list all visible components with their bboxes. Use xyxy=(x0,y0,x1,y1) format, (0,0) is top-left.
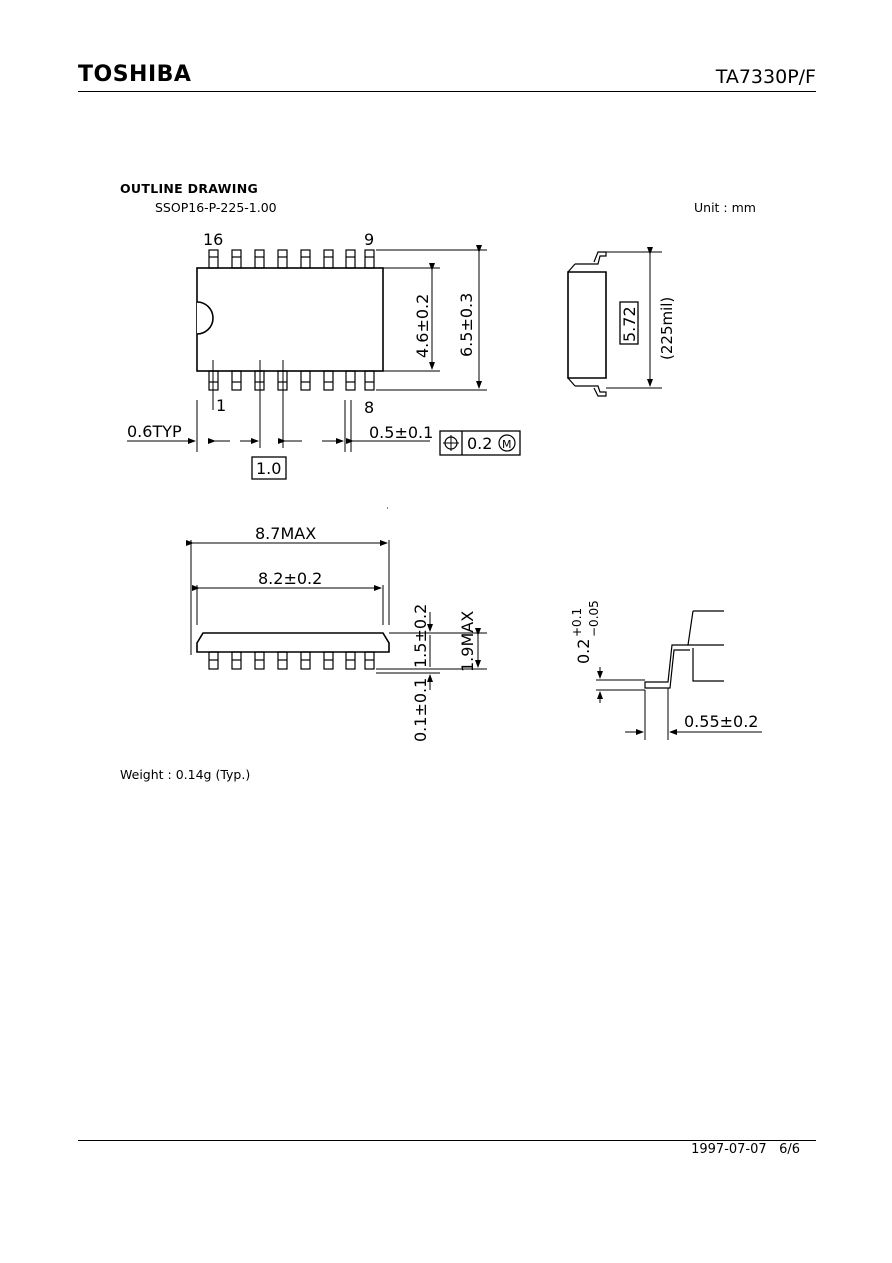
standoff-label: 0.1±0.1 xyxy=(411,678,430,742)
foot-length-label: 0.55±0.2 xyxy=(684,712,758,731)
pin-9-label: 9 xyxy=(364,230,374,249)
lead-width-label: 0.6TYP xyxy=(127,422,182,441)
unit-label: Unit : mm xyxy=(694,200,756,215)
section-title: OUTLINE DRAWING xyxy=(120,181,259,196)
body-length-label: 8.2±0.2 xyxy=(258,569,322,588)
overall-width-label: 6.5±0.3 xyxy=(457,293,476,357)
brand-logo: TOSHIBA xyxy=(78,62,192,87)
pitch-box xyxy=(251,456,287,480)
width-mil-label: (225mil) xyxy=(658,297,676,360)
width-box xyxy=(619,301,639,345)
top-leads xyxy=(208,249,375,269)
footer-date-page: 1997-07-07 6/6 xyxy=(691,1142,800,1157)
pitch-label: 1.0 xyxy=(256,459,281,478)
package-body-top xyxy=(196,267,384,372)
part-number: TA7330P/F xyxy=(715,66,816,88)
position-tolerance-value: 0.2 xyxy=(467,434,492,453)
body-width-label: 4.6±0.2 xyxy=(413,294,432,358)
max-length-label: 8.7MAX xyxy=(255,524,316,543)
lead-tolerance-label: 0.5±0.1 xyxy=(369,423,433,442)
width-box-value: 5.72 xyxy=(620,306,639,342)
lead-detail xyxy=(596,610,762,740)
bottom-leads xyxy=(208,370,375,391)
mmc-label: M xyxy=(502,438,512,451)
pin1-notch xyxy=(196,301,214,335)
weight-label: Weight : 0.14g (Typ.) xyxy=(120,767,251,782)
top-view xyxy=(127,245,521,480)
thickness-minus-label: −0.05 xyxy=(587,600,601,637)
end-view xyxy=(567,247,662,397)
max-height-label: 1.9MAX xyxy=(458,611,477,672)
position-tolerance-frame xyxy=(439,430,521,456)
pin-8-label: 8 xyxy=(364,398,374,417)
header-rule xyxy=(78,91,816,92)
side-view xyxy=(186,507,487,690)
package-code: SSOP16-P-225-1.00 xyxy=(155,200,277,215)
thickness-label: 0.2 xyxy=(574,639,593,664)
side-leads xyxy=(208,651,375,670)
mmc-circle-icon xyxy=(498,434,516,452)
thickness-plus-label: +0.1 xyxy=(570,608,584,637)
pin-16-label: 16 xyxy=(203,230,223,249)
footer-rule xyxy=(78,1140,816,1141)
height-label: 1.5±0.2 xyxy=(411,604,430,668)
pin-1-label: 1 xyxy=(216,396,226,415)
footer-date: 1997-07-07 xyxy=(691,1142,767,1157)
footer-page: 6/6 xyxy=(779,1142,800,1157)
